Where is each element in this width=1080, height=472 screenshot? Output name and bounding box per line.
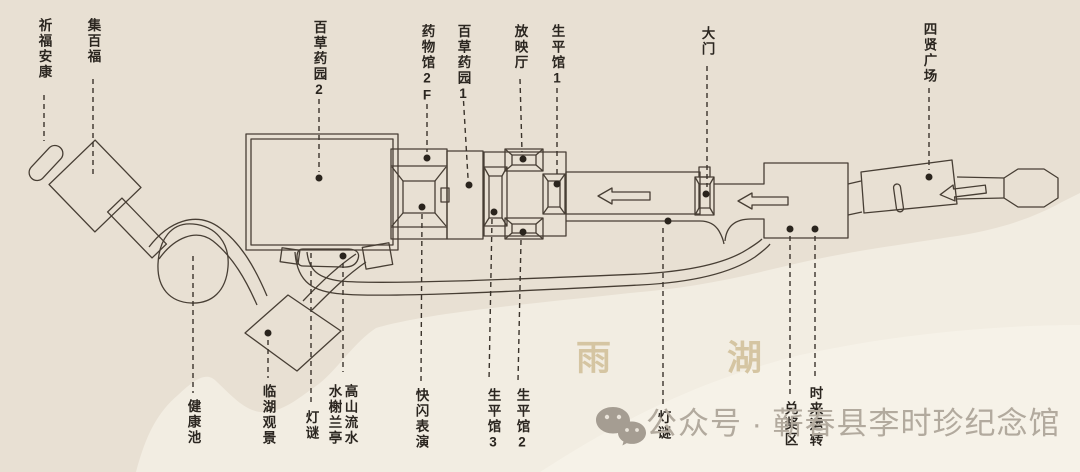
map-label-bottom: 快闪表演 <box>413 388 429 450</box>
entry-corridor <box>565 171 725 245</box>
jibaifu-hall <box>48 139 142 233</box>
left-arrow-plaza <box>737 192 789 210</box>
blessing-pavilion <box>28 144 64 182</box>
wechat-icon <box>596 406 646 446</box>
map-label-bottom: 健康池 <box>185 399 201 446</box>
map-label-top: 百草药园2 <box>311 20 327 99</box>
lake-area <box>136 193 1080 472</box>
map-label-top: 大门 <box>699 26 715 57</box>
map-label-bottom: 兑奖区 <box>782 401 798 448</box>
map-label-bottom: 临湖观景 <box>260 384 276 446</box>
map-label-bottom: 灯谜 <box>303 410 319 441</box>
blessing-area <box>28 139 168 259</box>
walkway-band <box>148 218 367 311</box>
mountain-stream-pavilion <box>361 242 394 270</box>
medicine-hall <box>390 148 448 240</box>
map-label-bottom: 时来运转 <box>807 386 823 448</box>
map-label-bottom: 生平馆2 <box>514 388 530 452</box>
map-label-top: 祈福安康 <box>36 18 52 80</box>
point-markers <box>264 154 933 337</box>
lake-name-rain: 雨 <box>576 339 612 378</box>
life-hall-courtyard <box>483 148 567 240</box>
main-road <box>294 238 771 296</box>
four-sages-walk <box>847 159 1059 216</box>
building-outlines <box>28 133 1059 372</box>
lake-name-lake: 湖 <box>727 339 763 378</box>
left-arrow-corridor <box>597 187 651 205</box>
lawn-strip <box>296 248 360 268</box>
map-label-bottom: 高山流水 <box>342 384 358 446</box>
map-label-top: 集百福 <box>85 18 101 65</box>
herb-garden-2 <box>245 133 399 251</box>
map-label-top: 药物馆2F <box>419 24 435 105</box>
map-label-bottom: 灯谜 <box>655 410 671 441</box>
map-label-bottom: 生平馆3 <box>485 388 501 452</box>
pole-marker <box>892 183 905 213</box>
small-annex <box>279 247 301 265</box>
map-label-top: 百草药园1 <box>455 24 471 103</box>
slanted-corridor <box>106 197 168 259</box>
health-pond <box>157 223 229 304</box>
leader-lines <box>43 66 930 404</box>
lakeview-deck <box>244 294 342 372</box>
gate-pavilion <box>694 166 715 216</box>
map-label-top: 放映厅 <box>512 24 528 71</box>
left-arrow-square <box>939 184 987 202</box>
map-label-bottom: 水榭兰亭 <box>326 384 342 446</box>
herb-garden-1 <box>440 150 484 240</box>
entrance-plaza <box>714 162 849 242</box>
wechat-watermark-text: 公众号 · 蕲春县李时珍纪念馆 <box>646 406 1061 441</box>
octagon-plaza <box>1003 168 1059 208</box>
map-label-top: 四贤广场 <box>921 22 937 84</box>
map-label-top: 生平馆1 <box>549 24 565 88</box>
